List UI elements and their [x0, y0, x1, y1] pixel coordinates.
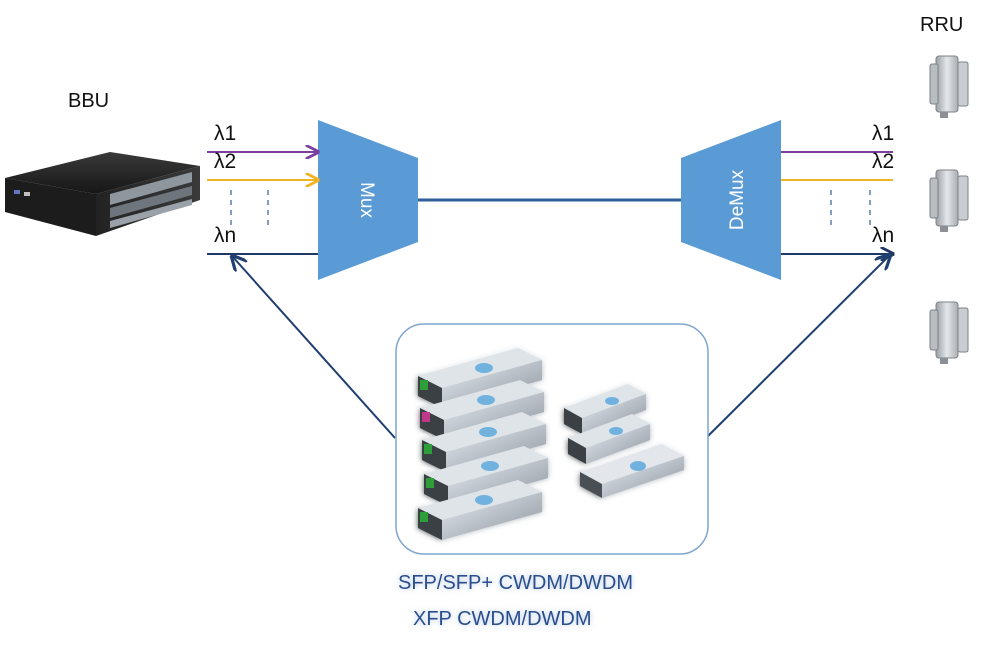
mux-label: Mux — [356, 182, 377, 218]
rru-label: RRU — [920, 14, 964, 36]
rru-unit-3 — [929, 301, 969, 364]
left-lambda1-label: λ1 — [214, 122, 237, 145]
right-lambdan-label: λn — [872, 224, 895, 247]
caption-line-2: XFP CWDM/DWDM — [413, 608, 592, 630]
bbu-device — [5, 152, 200, 236]
demux-label: DeMux — [727, 169, 748, 230]
mux-block — [318, 120, 418, 280]
right-lambda2-label: λ2 — [872, 150, 895, 173]
arrow-to-rru — [705, 255, 890, 439]
caption-line-1: SFP/SFP+ CWDM/DWDM — [398, 572, 633, 594]
demux-block — [681, 120, 781, 280]
xfp-modules — [564, 384, 684, 498]
rru-unit-1 — [929, 55, 969, 118]
arrow-to-bbu — [232, 256, 396, 439]
bbu-label: BBU — [68, 90, 110, 112]
left-lambdan-label: λn — [214, 224, 237, 247]
sfp-modules — [418, 348, 548, 540]
right-lambda1-label: λ1 — [872, 122, 895, 145]
left-lambda2-label: λ2 — [214, 150, 237, 173]
rru-unit-2 — [929, 169, 969, 232]
